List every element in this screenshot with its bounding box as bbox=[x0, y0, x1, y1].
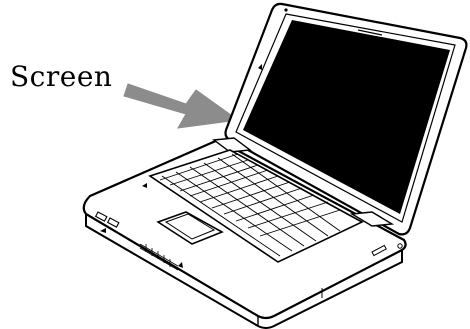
pointer-arrow bbox=[124, 84, 238, 128]
